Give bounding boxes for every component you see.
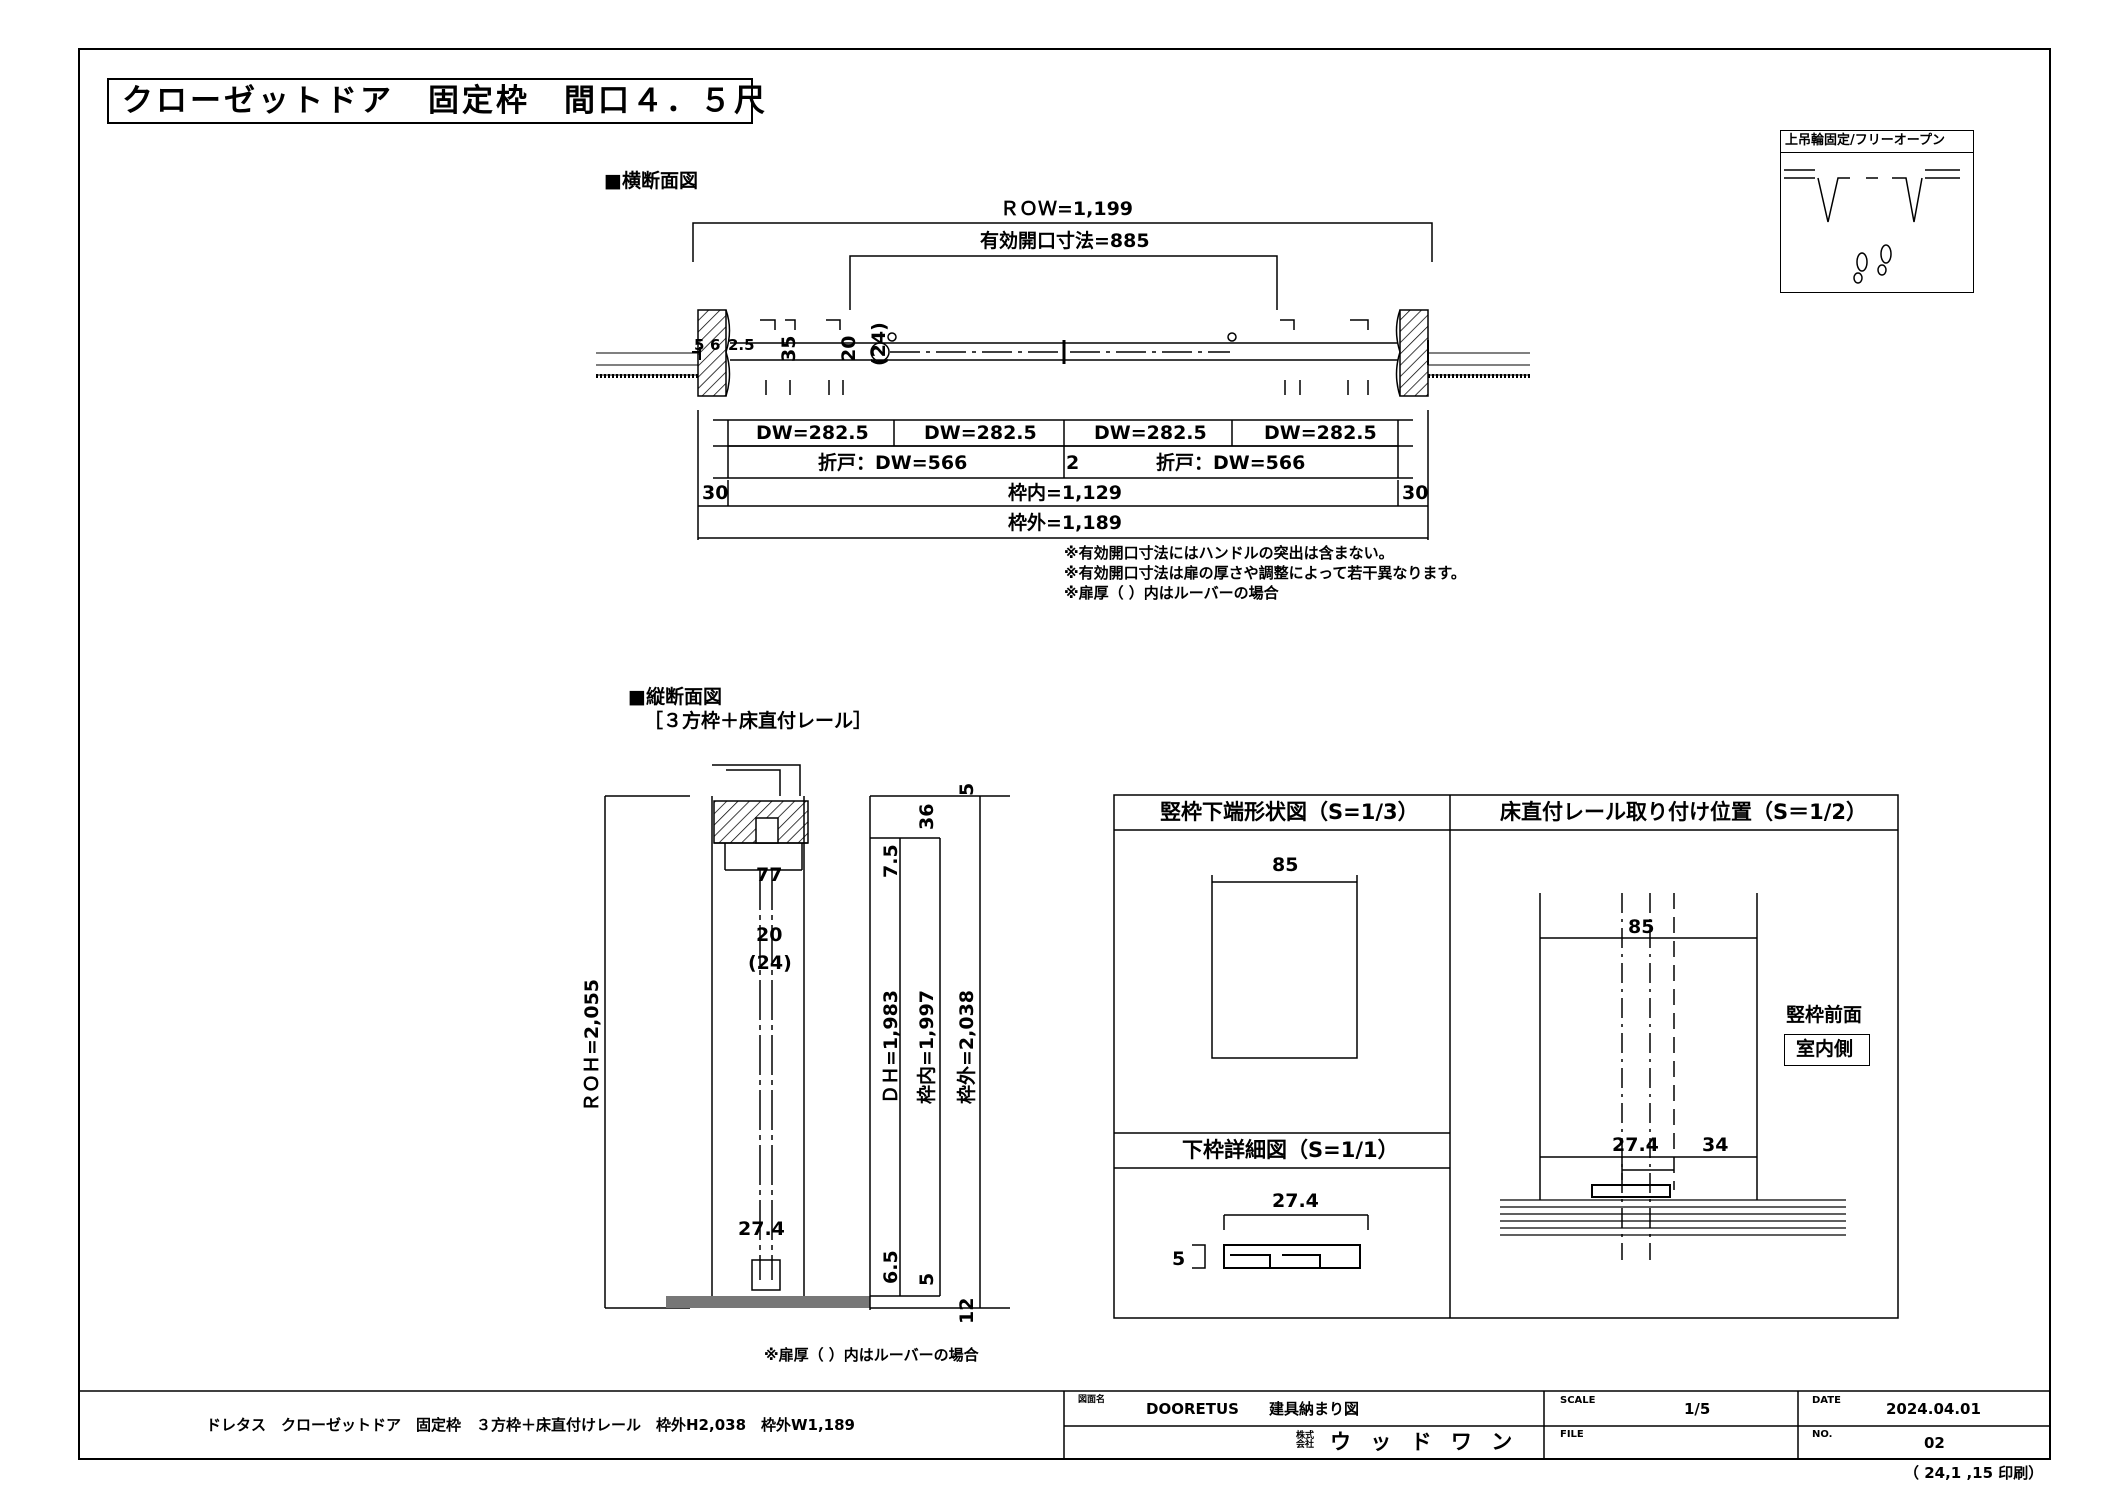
plan-note-1: ※有効開口寸法にはハンドルの突出は含まない。 (1064, 544, 1394, 562)
page-title: クローゼットドア 固定枠 間口４．５尺 (122, 83, 768, 119)
sec-dim-36: 36 (916, 803, 938, 830)
detail-b-title: 下枠詳細図（S=1/1） (1182, 1138, 1399, 1162)
detail-a-dim: 85 (1272, 854, 1299, 876)
sec-dim-6-5: 6.5 (880, 1250, 902, 1284)
outer-width: 枠外=1,189 (1008, 512, 1123, 534)
dw-cell-2: DW=282.5 (924, 422, 1037, 444)
sec-dim-12: 12 (956, 1297, 978, 1324)
dw-cell-3: DW=282.5 (1094, 422, 1207, 444)
room-side-label: 室内側 (1796, 1038, 1854, 1060)
detail-b-width: 27.4 (1272, 1190, 1319, 1212)
no-value: 02 (1924, 1434, 1945, 1452)
legend-caption-rule (1780, 152, 1974, 153)
company-label: 株式会社 (1296, 1431, 1315, 1450)
sec-dim-77: 77 (756, 864, 783, 886)
dw-cell-4: DW=282.5 (1264, 422, 1377, 444)
plan-dim-5: 5 (694, 336, 705, 354)
scale-label: SCALE (1560, 1395, 1596, 1406)
plan-note-3: ※扉厚（ ）内はルーバーの場合 (1064, 584, 1279, 602)
fold-door-right: 折戸：DW=566 (1156, 452, 1306, 474)
no-label: NO. (1812, 1429, 1833, 1440)
date-label: DATE (1812, 1395, 1841, 1406)
detail-c-dim-27-4: 27.4 (1612, 1134, 1659, 1156)
title-block-description: ドレタス クローゼットドア 固定枠 ３方枠＋床直付けレール 枠外H2,038 枠… (206, 1416, 855, 1434)
plan-heading: ■横断面図 (604, 170, 698, 192)
print-note: （ 24,1 ,15 印刷） (1904, 1464, 2044, 1482)
file-label: FILE (1560, 1429, 1584, 1440)
outer-height: 枠外=2,038 (956, 989, 978, 1104)
center-gap: 2 (1066, 452, 1080, 474)
detail-c-title: 床直付レール取り付け位置（S＝1/2） (1500, 800, 1868, 824)
section-note: ※扉厚（ ）内はルーバーの場合 (764, 1346, 979, 1364)
plan-dim-20: 20 (838, 335, 860, 362)
plan-dim-24: (24) (868, 322, 890, 366)
detail-a-title: 竪枠下端形状図（S=1/3） (1160, 800, 1419, 824)
plan-dim-2-5: 2.5 (728, 336, 755, 354)
date-value: 2024.04.01 (1886, 1400, 1981, 1418)
frame-front-label: 竪枠前面 (1786, 1004, 1863, 1026)
room-side-box (1784, 1034, 1870, 1066)
scale-value: 1/5 (1684, 1400, 1711, 1418)
legend-box (1780, 130, 1974, 293)
drawing-name-label: 図面名 (1078, 1395, 1106, 1405)
sec-dim-5-top: 5 (956, 782, 978, 796)
effective-opening-dimension: 有効開口寸法=885 (980, 230, 1150, 252)
legend-caption: 上吊輪固定/フリーオープン (1785, 133, 1945, 148)
inner-height: 枠内=1,997 (916, 989, 938, 1104)
roh-dimension: ＲＯＨ=2,055 (581, 978, 603, 1112)
side-left-30: 30 (702, 482, 729, 504)
plan-dim-6: 6 (710, 336, 721, 354)
inner-width: 枠内=1,129 (1008, 482, 1123, 504)
plan-dim-35: 35 (778, 335, 800, 362)
sec-dim-20: 20 (756, 924, 783, 946)
dw-cell-1: DW=282.5 (756, 422, 869, 444)
sec-dim-27-4: 27.4 (738, 1218, 785, 1240)
side-right-30: 30 (1402, 482, 1429, 504)
row-dimension: ＲＯＷ=1,199 (1000, 198, 1134, 220)
section-heading: ■縦断面図 (628, 686, 722, 708)
section-subheading: ［３方枠＋床直付レール］ (644, 710, 873, 732)
detail-c-dim-34: 34 (1702, 1134, 1729, 1156)
plan-note-2: ※有効開口寸法は扉の厚さや調整によって若干異なります。 (1064, 564, 1466, 582)
sec-dim-24: (24) (748, 952, 792, 974)
dh-dimension: ＤＨ=1,983 (880, 989, 902, 1104)
detail-c-dim-85: 85 (1628, 916, 1655, 938)
detail-b-height: 5 (1172, 1248, 1186, 1270)
fold-door-left: 折戸：DW=566 (818, 452, 968, 474)
company-name: ウ ッ ド ワ ン (1330, 1430, 1519, 1454)
sec-dim-7-5: 7.5 (880, 844, 902, 878)
title-box (107, 78, 753, 124)
sec-dim-5-bottom: 5 (916, 1272, 938, 1286)
drawing-name: DOORETUS 建具納まり図 (1146, 1400, 1359, 1418)
